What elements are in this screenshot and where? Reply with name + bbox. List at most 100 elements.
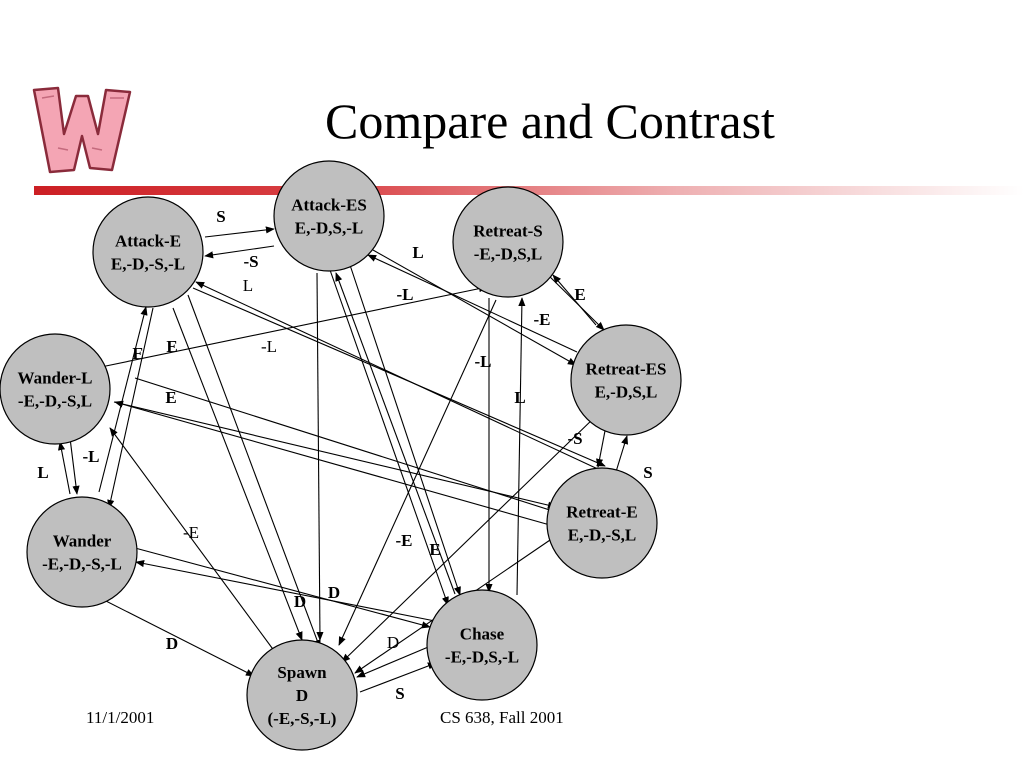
edge-arrow-12 bbox=[338, 299, 497, 646]
edge-arrow-20 bbox=[349, 264, 461, 596]
edge-arrow-21 bbox=[335, 272, 456, 595]
node-circle-retreat-s bbox=[452, 186, 564, 298]
edge-arrow-15 bbox=[614, 435, 629, 476]
edge-label-8: E bbox=[166, 337, 177, 356]
edge-arrow-2 bbox=[372, 249, 577, 366]
edge-label-13: -S bbox=[567, 429, 582, 448]
edge-label-16: S bbox=[643, 463, 652, 482]
node-circle-wander-l bbox=[0, 333, 111, 445]
edge-label-22: D bbox=[166, 634, 178, 653]
edge-label-17: -E bbox=[183, 523, 199, 542]
node-circle-wander bbox=[26, 496, 138, 608]
footer-course: CS 638, Fall 2001 bbox=[440, 708, 564, 727]
node-label-wander-l-0: Wander-L bbox=[18, 369, 93, 388]
node-label-wander-0: Wander bbox=[53, 532, 112, 551]
edge-label-15: L bbox=[37, 463, 48, 482]
edge-arrow-1 bbox=[204, 245, 275, 259]
wisconsin-w-logo-icon bbox=[32, 86, 132, 174]
edge-arrow-24 bbox=[98, 306, 148, 493]
edge-label-23: D bbox=[387, 633, 399, 652]
edge-label-12: E bbox=[165, 388, 176, 407]
edge-arrow-28 bbox=[109, 427, 276, 653]
node-circle-chase bbox=[426, 589, 538, 701]
edges-group bbox=[57, 226, 629, 693]
node-circle-retreat-e bbox=[546, 467, 658, 579]
node-chase: Chase -E,-D,S,-L bbox=[426, 589, 538, 701]
node-label-spawn-0: Spawn bbox=[277, 663, 327, 682]
edge-label-7: E bbox=[132, 344, 143, 363]
node-label-wander-1: -E,-D,-S,-L bbox=[42, 555, 122, 574]
node-label-chase-0: Chase bbox=[460, 625, 505, 644]
node-label-spawn-2: (-E,-S,-L) bbox=[268, 709, 337, 728]
edge-arrow-4 bbox=[542, 269, 605, 331]
edge-label-24: S bbox=[395, 684, 404, 703]
edge-label-21: D bbox=[294, 592, 306, 611]
node-label-retreat-e-0: Retreat-E bbox=[566, 503, 637, 522]
edge-arrow-14 bbox=[516, 297, 526, 596]
edge-label-1: -S bbox=[243, 252, 258, 271]
node-label-spawn-1: D bbox=[296, 686, 308, 705]
edge-arrow-11 bbox=[195, 281, 601, 471]
edge-label-3: L bbox=[412, 243, 423, 262]
edge-arrow-5 bbox=[367, 254, 578, 353]
node-retreat-es: Retreat-ES E,-D,S,L bbox=[570, 324, 682, 436]
edge-arrow-22 bbox=[57, 441, 71, 495]
node-label-attack-es-0: Attack-ES bbox=[291, 196, 367, 215]
edge-arrow-19 bbox=[329, 269, 449, 606]
edge-arrow-33 bbox=[359, 662, 437, 693]
node-label-attack-es-1: E,-D,S,-L bbox=[295, 219, 363, 238]
edge-arrow-27 bbox=[187, 294, 321, 649]
node-label-retreat-s-0: Retreat-S bbox=[473, 222, 543, 241]
node-circle-retreat-es bbox=[570, 324, 682, 436]
node-circle-spawn bbox=[246, 639, 358, 751]
node-wander: Wander -E,-D,-S,-L bbox=[26, 496, 138, 608]
node-label-retreat-e-1: E,-D,-S,L bbox=[568, 526, 636, 545]
node-circle-attack-es bbox=[273, 160, 385, 272]
edge-label-4: -L bbox=[397, 285, 414, 304]
node-retreat-s: Retreat-S -E,-D,S,L bbox=[452, 186, 564, 298]
edge-label-18: -E bbox=[396, 531, 413, 550]
edge-label-14: -L bbox=[83, 447, 100, 466]
node-label-retreat-s-1: -E,-D,S,L bbox=[474, 245, 542, 264]
edge-arrow-32 bbox=[356, 644, 434, 678]
edge-arrow-8 bbox=[134, 377, 557, 513]
edge-label-19: E bbox=[429, 540, 440, 559]
edge-arrow-18 bbox=[316, 272, 324, 641]
node-label-attack-e-1: E,-D,-S,-L bbox=[111, 255, 185, 274]
edge-arrow-30 bbox=[135, 560, 441, 623]
edge-label-5: E bbox=[574, 285, 585, 304]
edge-arrow-7 bbox=[113, 401, 557, 509]
edge-arrow-3 bbox=[552, 274, 597, 326]
footer-date: 11/1/2001 bbox=[86, 708, 155, 727]
edge-arrow-29 bbox=[134, 547, 431, 629]
node-label-retreat-es-1: E,-D,S,L bbox=[595, 383, 658, 402]
node-label-retreat-es-0: Retreat-ES bbox=[586, 360, 667, 379]
edge-arrow-25 bbox=[107, 307, 154, 509]
nodes-group: Attack-ES E,-D,S,-L Attack-E E,-D,-S,-L Retr… bbox=[0, 160, 682, 751]
node-label-wander-l-1: -E,-D,-S,L bbox=[18, 392, 92, 411]
edge-label-11: L bbox=[514, 388, 525, 407]
node-attack-e: Attack-E E,-D,-S,-L bbox=[92, 196, 204, 308]
edge-arrow-31 bbox=[99, 597, 255, 677]
edge-label-0: S bbox=[216, 207, 225, 226]
edge-arrow-0 bbox=[204, 226, 275, 238]
slide-title: Compare and Contrast bbox=[325, 93, 775, 149]
node-circle-attack-e bbox=[92, 196, 204, 308]
node-wander-l: Wander-L -E,-D,-S,L bbox=[0, 333, 111, 445]
edge-arrow-23 bbox=[69, 437, 80, 495]
edge-label-6: -E bbox=[534, 310, 551, 329]
node-retreat-e: Retreat-E E,-D,-S,L bbox=[546, 467, 658, 579]
edge-label-20: D bbox=[328, 583, 340, 602]
edge-arrow-9 bbox=[114, 400, 558, 528]
edge-arrow-16 bbox=[341, 415, 597, 663]
edge-label-2: L bbox=[243, 276, 253, 295]
title-underline-bar bbox=[34, 186, 1024, 195]
edge-arrow-26 bbox=[172, 307, 303, 641]
edge-label-9: -L bbox=[261, 337, 277, 356]
node-label-chase-1: -E,-D,S,-L bbox=[445, 648, 519, 667]
node-label-attack-e-0: Attack-E bbox=[115, 232, 181, 251]
